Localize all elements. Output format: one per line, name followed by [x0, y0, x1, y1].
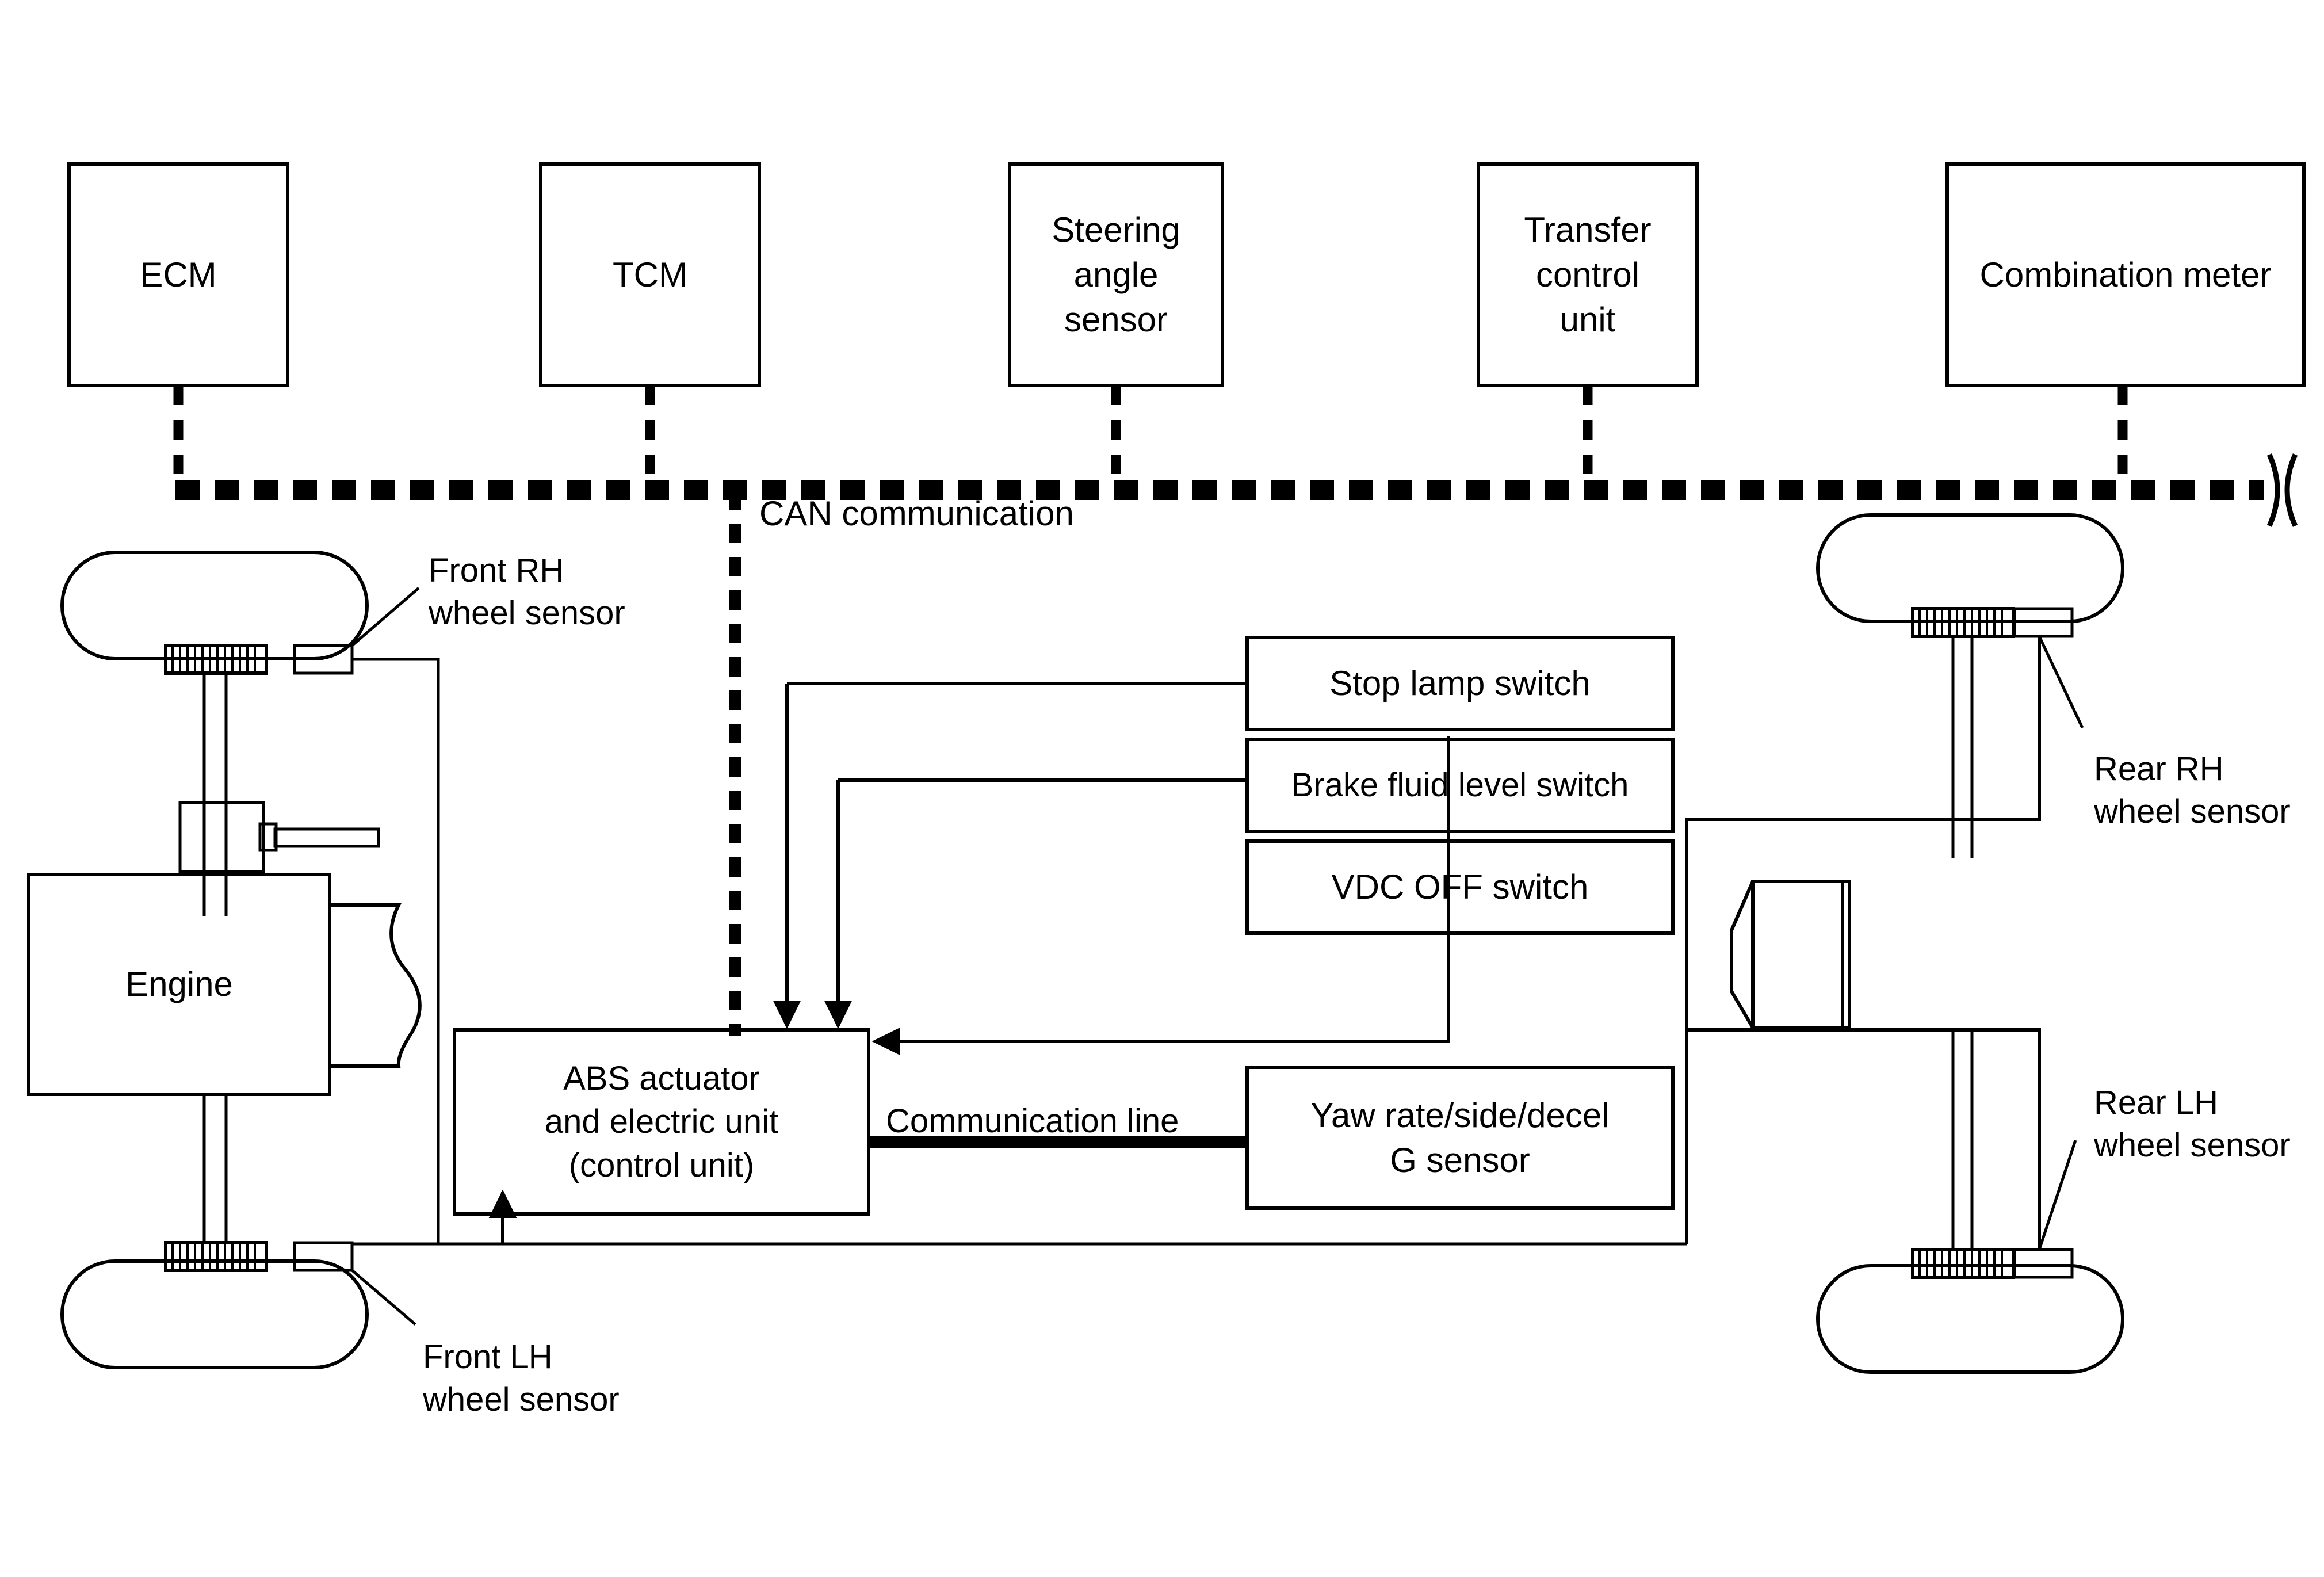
rear-rh-tire — [1816, 513, 2124, 623]
module-label-combination-meter: Combination meter — [1979, 255, 2272, 294]
rear-lh-rotor-teeth — [1918, 1250, 2003, 1277]
engine-bellhousing-curve — [330, 903, 422, 1068]
bus-break-symbol-2 — [2284, 453, 2298, 527]
module-label-tcm: TCM — [613, 255, 687, 294]
switch-label-vdc-off-switch: VDC OFF switch — [1331, 868, 1589, 906]
abs-actuator-box — [453, 1028, 870, 1216]
module-label-steering-angle-sensor: Steering angle sensor — [1052, 210, 1180, 339]
rear-rh-rotor-teeth — [1918, 609, 2003, 636]
front-rh-sensor-rotor — [164, 644, 268, 675]
transfer-output-shaft — [273, 827, 380, 848]
front-rh-tire — [60, 551, 369, 660]
front-rh-sensor-leader — [351, 587, 420, 647]
front-lh-wheel-sensor-body — [293, 1241, 354, 1272]
control-unit-label: ABS actuator and electric unit (control … — [544, 1059, 779, 1184]
front-lh-sensor-leader — [351, 1269, 416, 1326]
can-communication-label: CAN communication — [759, 494, 1074, 533]
front-lh-tire — [60, 1259, 369, 1369]
front-lh-wheel-sensor-label: Front LH wheel sensor — [423, 1338, 620, 1419]
box-yaw-rate-g-sensor — [1245, 1066, 1675, 1210]
engine-box — [27, 873, 331, 1096]
box-stop-lamp-switch — [1245, 636, 1675, 731]
communication-line-label: Communication line — [886, 1102, 1179, 1140]
rear-rh-wheel-sensor-body — [2013, 607, 2074, 638]
front-lh-rotor-teeth — [171, 1243, 256, 1270]
rear-differential — [1730, 880, 1851, 1029]
bus-break-symbol-1 — [2266, 453, 2280, 527]
transmission-block — [178, 801, 265, 873]
front-rh-wheel-sensor-label: Front RH wheel sensor — [429, 552, 625, 632]
rear-rh-sensor-leader — [2038, 635, 2084, 729]
switch-label-yaw-rate-g-sensor: Yaw rate/side/decel G sensor — [1310, 1095, 1610, 1179]
rear-lh-tire — [1816, 1264, 2124, 1374]
front-rh-rotor-teeth — [171, 646, 256, 673]
box-vdc-off-switch — [1245, 839, 1675, 935]
rear-differential-body — [1751, 880, 1844, 1029]
front-rh-sensor-wire — [352, 658, 440, 1244]
rear-rh-wheel-sensor-label: Rear RH wheel sensor — [2094, 750, 2291, 831]
rear-rh-sensor-wire — [1685, 636, 2041, 1244]
switch-label-brake-fluid-level-switch: Brake fluid level switch — [1291, 766, 1629, 804]
rear-lh-wheel-sensor-label: Rear LH wheel sensor — [2094, 1084, 2291, 1164]
switch-label-stop-lamp-switch: Stop lamp switch — [1329, 664, 1591, 702]
front-lh-sensor-rotor — [164, 1241, 268, 1272]
module-label-transfer-control-unit: Transfer control unit — [1524, 210, 1652, 339]
wire-vdc-off-to-abs — [871, 736, 1450, 1056]
rear-lh-sensor-wire — [1687, 1028, 2041, 1250]
engine-label: Engine — [125, 965, 233, 1003]
box-brake-fluid-level-switch — [1245, 738, 1675, 833]
rear-lh-wheel-sensor-body — [2013, 1248, 2074, 1279]
module-label-ecm: ECM — [140, 255, 217, 294]
rear-lh-sensor-leader — [2038, 1140, 2077, 1250]
